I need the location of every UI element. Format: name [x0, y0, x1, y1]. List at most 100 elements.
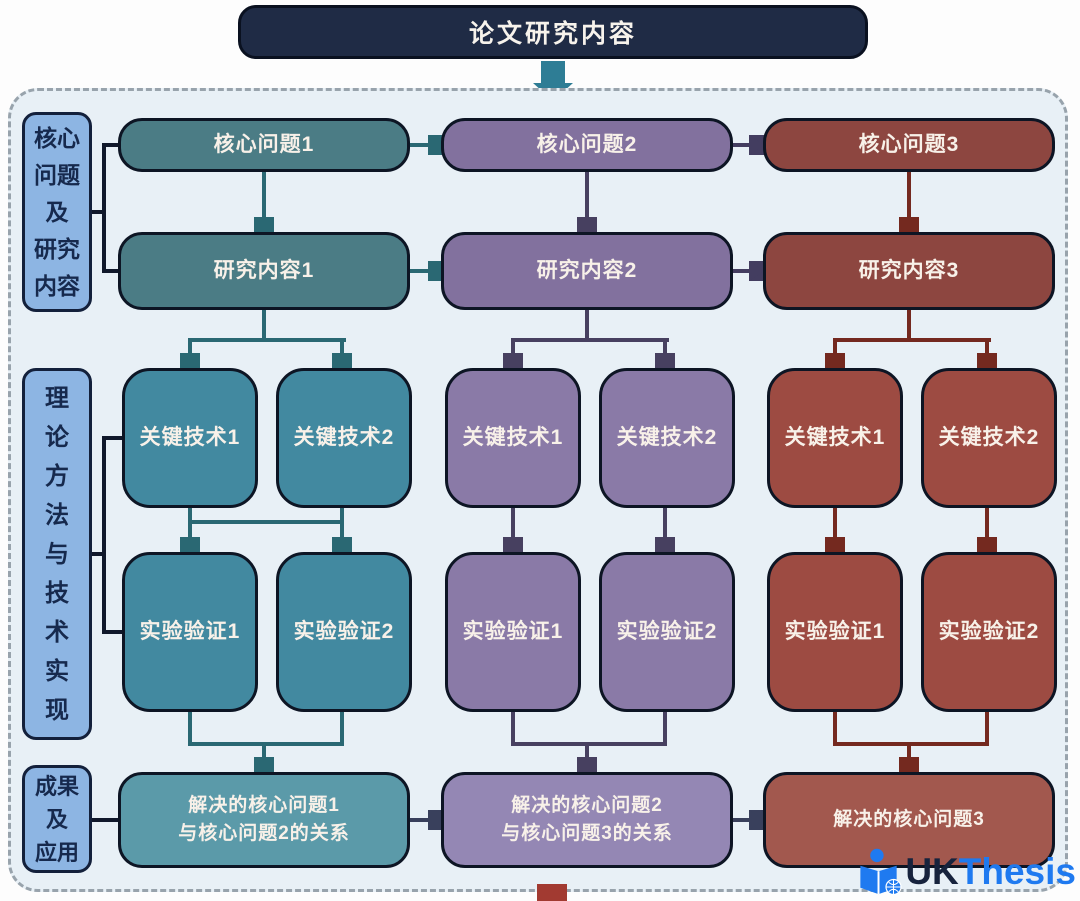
arrow-core2-to-core3-line [733, 143, 750, 147]
side-label-core-problems-text: 核心 问题 及 研究 内容 [34, 124, 80, 299]
arrow-core1-to-core2-line [410, 143, 428, 147]
col3-experiment1-box: 实验验证1 [767, 552, 903, 712]
arrow-research1-to-research2-head [428, 261, 443, 281]
side-label-theory-methods: 理 论 方 法 与 技 术 实 现 [22, 368, 92, 740]
col1-outcome-label: 解决的核心问题1 与核心问题2的关系 [178, 795, 350, 844]
arrow-outcome1-to-outcome2-head [428, 810, 443, 830]
col1-split-vline [262, 310, 266, 340]
col3-experiment2-box: 实验验证2 [921, 552, 1057, 712]
col1-split-head-a [180, 353, 200, 368]
col1-outcome-box: 解决的核心问题1 与核心问题2的关系 [118, 772, 410, 868]
col2-experiment2-box: 实验验证2 [599, 552, 735, 712]
col2-outcome-label: 解决的核心问题2 与核心问题3的关系 [501, 795, 673, 844]
col1-merge-vline-a [188, 712, 192, 746]
bottom-red-marker [537, 884, 567, 901]
col3-key-tech1-box: 关键技术1 [767, 368, 903, 508]
col3-experiment1-label: 实验验证1 [784, 619, 886, 643]
col3-core-problem-box: 核心问题3 [763, 118, 1055, 172]
col2-experiment1-box: 实验验证1 [445, 552, 581, 712]
ukthesis-logo-thesis: Thesis [958, 851, 1076, 892]
col1-research-content-label: 研究内容1 [213, 258, 315, 282]
side-label-theory-methods-text: 理 论 方 法 与 技 术 实 现 [45, 384, 69, 724]
col2-split-vline [585, 310, 589, 340]
col1-tech-to-exp-head-a [180, 537, 200, 552]
col1-split-stub-a [188, 342, 192, 354]
col2-research-content-label: 研究内容2 [536, 258, 638, 282]
col2-arrow-core-to-research-head [577, 217, 597, 232]
col1-experiment2-box: 实验验证2 [276, 552, 412, 712]
col3-outcome-label: 解决的核心问题3 [833, 809, 985, 831]
col1-key-tech2-box: 关键技术2 [276, 368, 412, 508]
col3-tech-to-exp-line-a [833, 508, 837, 537]
col1-split-head-b [332, 353, 352, 368]
col2-tech-to-exp-line-a [511, 508, 515, 537]
col1-experiment1-box: 实验验证1 [122, 552, 258, 712]
col1-core-problem-label: 核心问题1 [213, 132, 315, 156]
col2-core-problem-label: 核心问题2 [536, 132, 638, 156]
col2-key-tech1-label: 关键技术1 [462, 425, 564, 449]
col2-split-head-a [503, 353, 523, 368]
col3-arrow-core-to-research-line [907, 172, 911, 217]
arrow-outcome2-to-outcome3-line [733, 818, 750, 822]
ukthesis-logo-icon [860, 848, 902, 895]
col3-merge-vline-a [833, 712, 837, 746]
col2-core-problem-box: 核心问题2 [441, 118, 733, 172]
col2-arrow-core-to-research-line [585, 172, 589, 217]
col2-key-tech2-label: 关键技术2 [616, 425, 718, 449]
col1-tech-to-exp-head-b [332, 537, 352, 552]
col3-core-problem-label: 核心问题3 [858, 132, 960, 156]
ukthesis-logo-uk: UK [905, 851, 959, 892]
col2-merge-vline-a [511, 712, 515, 746]
col2-experiment1-label: 实验验证1 [462, 619, 564, 643]
col1-merge-hbar [188, 742, 344, 746]
ukthesis-logo-text: UKThesis [905, 853, 1076, 890]
col2-split-head-b [655, 353, 675, 368]
col3-merge-vline-b [985, 712, 989, 746]
col1-merge-vline-b [340, 712, 344, 746]
bracket1-vline [102, 143, 106, 273]
col3-key-tech2-label: 关键技术2 [938, 425, 1040, 449]
col2-research-content-box: 研究内容2 [441, 232, 733, 310]
col3-split-hbar [833, 338, 991, 342]
arrow-outcome1-to-outcome2-line [410, 818, 428, 822]
col3-tech-to-exp-head-b [977, 537, 997, 552]
col2-tech-to-exp-head-a [503, 537, 523, 552]
side-label-results-application: 成果 及 应用 [22, 765, 92, 873]
col1-research-content-box: 研究内容1 [118, 232, 410, 310]
arrow-outcome2-to-outcome3-head [749, 810, 764, 830]
col2-merge-vline-b [663, 712, 667, 746]
col1-experiment2-label: 实验验证2 [293, 619, 395, 643]
col3-split-stub-a [833, 342, 837, 354]
col1-merge-stub [262, 746, 266, 758]
col2-outcome-box: 解决的核心问题2 与核心问题3的关系 [441, 772, 733, 868]
bracket2-top [102, 436, 122, 440]
col1-core-problem-box: 核心问题1 [118, 118, 410, 172]
col1-tech-crossbar [188, 520, 344, 524]
arrow-research2-to-research3-line [733, 269, 750, 273]
col3-split-stub-b [985, 342, 989, 354]
col2-merge-hbar [511, 742, 667, 746]
col2-tech-to-exp-head-b [655, 537, 675, 552]
col3-tech-to-exp-head-a [825, 537, 845, 552]
arrow-core1-to-core2-head [428, 135, 443, 155]
col2-key-tech2-box: 关键技术2 [599, 368, 735, 508]
col1-arrow-core-to-research-head [254, 217, 274, 232]
col3-split-head-a [825, 353, 845, 368]
title-box: 论文研究内容 [238, 5, 868, 59]
col2-split-hbar [511, 338, 669, 342]
bracket2-bottom [102, 630, 122, 634]
col3-merge-head [899, 757, 919, 772]
arrow-research2-to-research3-head [749, 261, 764, 281]
col3-research-content-box: 研究内容3 [763, 232, 1055, 310]
col1-merge-head [254, 757, 274, 772]
bracket2-vline [102, 436, 106, 634]
col2-merge-head [577, 757, 597, 772]
col2-key-tech1-box: 关键技术1 [445, 368, 581, 508]
page-title: 论文研究内容 [468, 20, 637, 48]
bracket2-stub [92, 552, 106, 556]
col1-key-tech2-label: 关键技术2 [293, 425, 395, 449]
col3-outcome-box: 解决的核心问题3 [763, 772, 1055, 868]
col3-experiment2-label: 实验验证2 [938, 619, 1040, 643]
col2-experiment2-label: 实验验证2 [616, 619, 718, 643]
